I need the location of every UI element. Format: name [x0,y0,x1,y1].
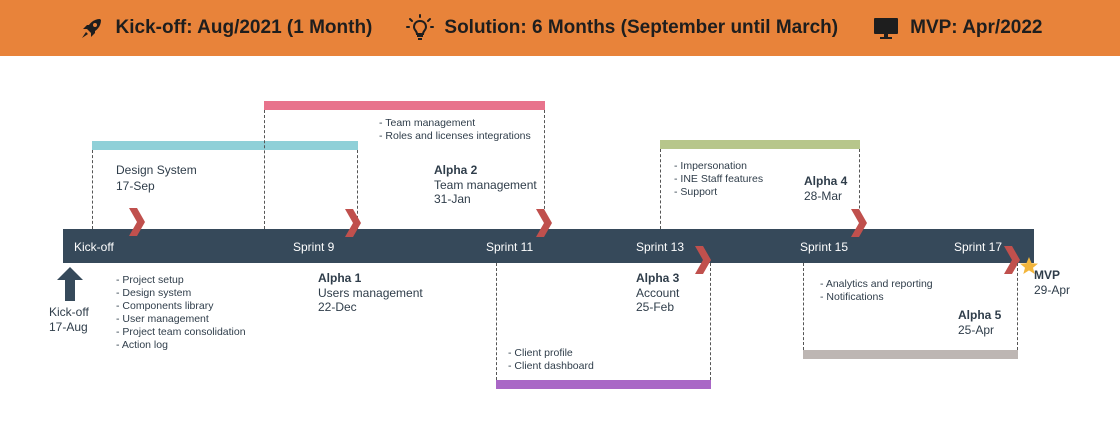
alpha2-subtitle: Team management [434,178,537,192]
alpha2-item: - Team management [379,117,476,129]
header-solution-text: Solution: 6 Months (September until Marc… [444,17,839,38]
timeline-label-sprint-9: Sprint 9 [293,240,335,254]
alpha5-item: - Analytics and reporting [820,278,933,290]
timeline-label-sprint-17: Sprint 17 [954,240,1003,254]
kickoff-item: - Project team consolidation [116,326,246,338]
mvp-date: 29-Apr [1034,283,1071,297]
alpha4-left-line [660,149,661,229]
chevron-icon [851,209,867,237]
header-kickoff-text: Kick-off: Aug/2021 (1 Month) [115,17,373,38]
chevron-icon [345,209,361,237]
mvp-title: MVP [1034,268,1061,282]
alpha2-date: 31-Jan [434,192,471,206]
alpha4-item: - Support [674,186,718,198]
alpha1-subtitle: Users management [318,286,423,300]
chevron-icon [536,209,552,237]
alpha5-left-line [803,263,804,350]
alpha5-title: Alpha 5 [958,308,1002,322]
alpha3-right-line [710,263,711,380]
alpha5-right-line [1017,263,1018,350]
header-banner: Kick-off: Aug/2021 (1 Month) Solution: 6… [0,0,1120,56]
header-mvp-text: MVP: Apr/2022 [910,17,1043,38]
header-solution: Solution: 6 Months (September until Marc… [406,14,838,42]
lightbulb-icon [406,14,435,40]
alpha2-left-line [264,110,265,229]
alpha3-left-line [496,263,497,380]
alpha1-title: Alpha 1 [318,271,362,285]
alpha3-item: - Client profile [508,347,573,359]
kickoff-date: 17-Aug [49,320,88,334]
header-kickoff: Kick-off: Aug/2021 (1 Month) [78,14,373,42]
kickoff-item: - Design system [116,287,192,299]
alpha3-date: 25-Feb [636,300,675,314]
monitor-icon [874,18,899,39]
kickoff-item: - Components library [116,300,214,312]
rocket-icon [81,19,101,38]
chevron-icon [129,208,145,236]
header-mvp: MVP: Apr/2022 [872,14,1042,42]
kickoff-item: - Project setup [116,274,184,286]
alpha4-bar [660,140,860,149]
alpha2-right-line [544,110,545,229]
arrow-up-icon [57,267,83,301]
timeline-label-sprint-15: Sprint 15 [800,240,849,254]
timeline-label-sprint-13: Sprint 13 [636,240,685,254]
alpha3-bar [496,380,711,389]
chevron-icon [1004,246,1020,274]
design-system-date: 17-Sep [116,179,155,193]
timeline-label-kickoff: Kick-off [74,240,114,254]
alpha3-item: - Client dashboard [508,360,594,372]
star-icon [1020,257,1038,274]
kickoff-item: - Action log [116,339,168,351]
design-system-left-line [92,150,93,229]
alpha5-bar [803,350,1018,359]
alpha2-title: Alpha 2 [434,163,478,177]
alpha4-right-line [859,149,860,229]
alpha2-item: - Roles and licenses integrations [379,130,531,142]
chevron-icon [695,246,711,274]
alpha1-date: 22-Dec [318,300,357,314]
alpha2-bar [264,101,545,110]
alpha4-item: - Impersonation [674,160,747,172]
design-system-title: Design System [116,163,197,177]
alpha3-title: Alpha 3 [636,271,680,285]
alpha4-date: 28-Mar [804,189,843,203]
timeline-label-sprint-11: Sprint 11 [486,240,534,254]
kickoff-item: - User management [116,313,209,325]
alpha3-subtitle: Account [636,286,680,300]
kickoff-label: Kick-off [49,305,89,319]
timeline-track [63,229,1034,263]
alpha5-item: - Notifications [820,291,884,303]
alpha5-date: 25-Apr [958,323,995,337]
alpha4-title: Alpha 4 [804,174,848,188]
alpha4-item: - INE Staff features [674,173,764,185]
design-system-bar [92,141,358,150]
design-system-right-line [357,150,358,229]
